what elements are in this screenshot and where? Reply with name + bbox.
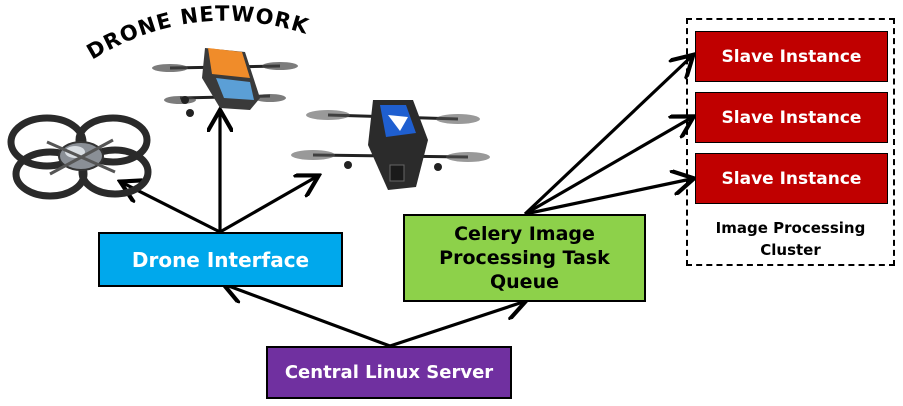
central-server-box: Central Linux Server <box>266 346 512 399</box>
slave-instance-3: Slave Instance <box>695 153 888 204</box>
central-server-label: Central Linux Server <box>284 362 494 383</box>
slave-instance-2: Slave Instance <box>695 92 888 143</box>
drone-right-icon <box>291 100 490 190</box>
celery-queue-line-3: Queue <box>490 271 559 293</box>
cluster-label-line-2: Cluster <box>760 241 821 259</box>
drone-interface-label: Drone Interface <box>131 247 310 272</box>
arrow-interface-to-drone-right <box>219 177 316 234</box>
image-processing-cluster <box>686 18 895 266</box>
celery-queue-box: Celery Image Processing Task Queue <box>403 214 646 302</box>
celery-queue-line-1: Celery Image <box>454 223 595 245</box>
drone-left-icon <box>7 114 152 200</box>
arrow-server-to-celery <box>389 302 523 348</box>
arrow-celery-to-slave-2 <box>524 118 691 216</box>
cluster-label-line-1: Image Processing <box>715 219 866 237</box>
cluster-label: Image Processing Cluster <box>686 217 895 261</box>
slave-instance-label: Slave Instance <box>721 107 862 128</box>
drone-interface-box: Drone Interface <box>98 232 343 287</box>
slave-instance-label: Slave Instance <box>721 46 862 67</box>
slave-instance-1: Slave Instance <box>695 31 888 82</box>
drone-top-icon <box>152 48 298 117</box>
arrow-celery-to-slave-1 <box>523 57 691 216</box>
arrow-server-to-interface <box>226 285 391 348</box>
drone-network-title: DRONE NETWORK <box>83 2 311 65</box>
slave-instance-label: Slave Instance <box>721 168 862 189</box>
celery-queue-line-2: Processing Task <box>439 247 610 269</box>
arrow-celery-to-slave-3 <box>524 179 691 216</box>
